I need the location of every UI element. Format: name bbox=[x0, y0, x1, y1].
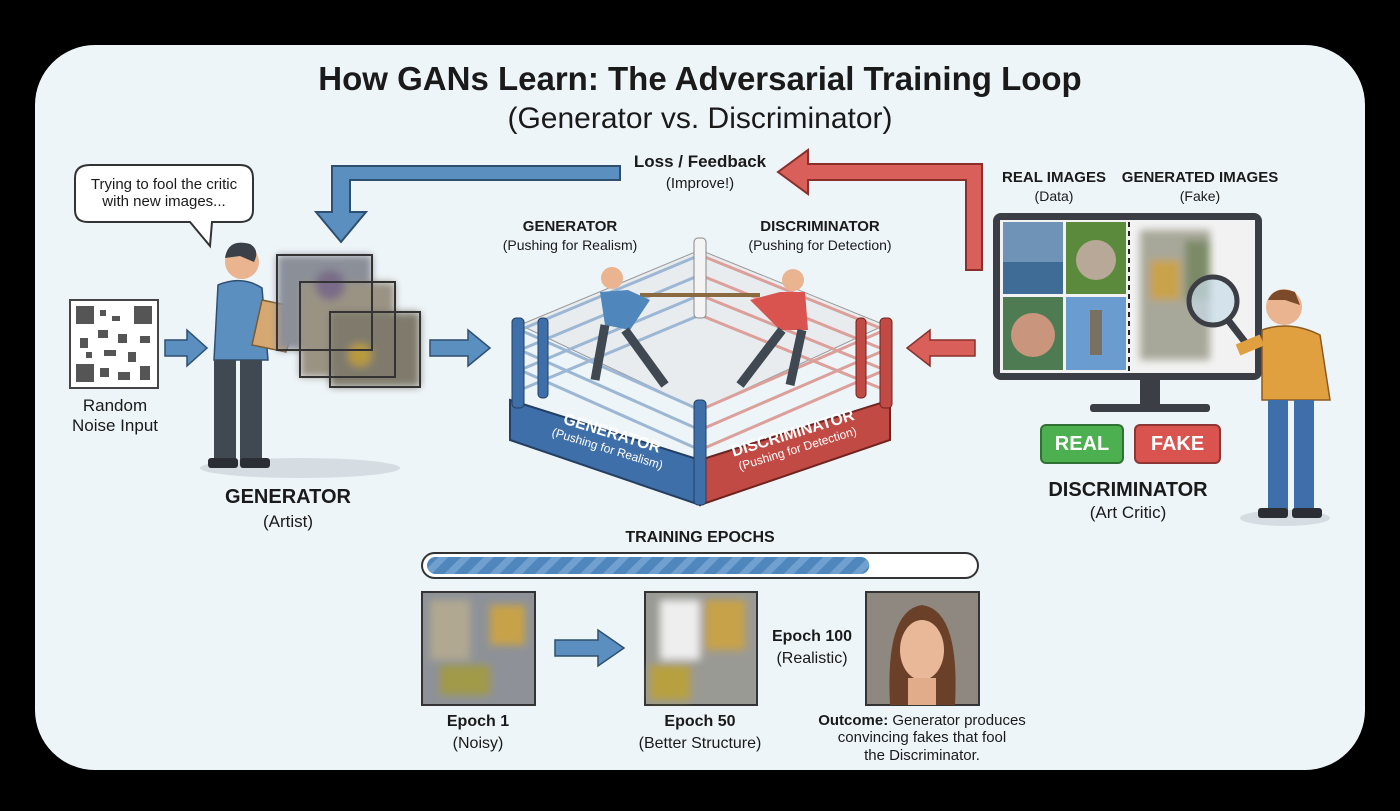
speech-bubble bbox=[74, 164, 254, 249]
ring-generator-label: GENERATOR bbox=[522, 218, 618, 235]
generated-images-sub: (Fake) bbox=[1179, 188, 1221, 204]
epoch-100-sub: (Realistic) bbox=[776, 650, 848, 667]
noise-qr-icon bbox=[69, 299, 159, 389]
epoch-1-sub: (Noisy) bbox=[452, 735, 504, 752]
ring-discriminator-sub: (Pushing for Detection) bbox=[748, 237, 892, 253]
generator-title: GENERATOR bbox=[225, 486, 351, 508]
real-images-sub: (Data) bbox=[1034, 188, 1074, 204]
real-images-label: REAL IMAGES bbox=[1002, 169, 1106, 186]
monitor bbox=[993, 213, 1262, 412]
epoch-1-image bbox=[421, 591, 536, 706]
arrow-generator-to-ring bbox=[429, 328, 492, 368]
real-image-thumbnails bbox=[1003, 222, 1126, 370]
outcome-line1: Generator produces bbox=[888, 712, 1026, 729]
ring-discriminator-label: DISCRIMINATOR bbox=[760, 218, 880, 235]
arrow-epoch-progress bbox=[554, 628, 626, 668]
training-progress-fill bbox=[427, 557, 870, 574]
generated-image-stack bbox=[277, 255, 420, 387]
feedback-label: Loss / Feedback bbox=[633, 152, 767, 171]
epoch-50-image bbox=[644, 591, 758, 706]
feedback-sub: (Improve!) bbox=[665, 175, 735, 192]
epoch-50-sub: (Better Structure) bbox=[638, 735, 762, 752]
epoch-1-title: Epoch 1 bbox=[446, 713, 510, 730]
generator-role: (Artist) bbox=[262, 512, 314, 531]
epoch-50-title: Epoch 50 bbox=[664, 713, 736, 730]
critic-person-icon bbox=[1235, 289, 1331, 518]
ring-generator-sub: (Pushing for Realism) bbox=[502, 237, 638, 253]
boxing-ring bbox=[509, 237, 893, 507]
training-epochs-title: TRAINING EPOCHS bbox=[625, 529, 775, 546]
page-title: How GANs Learn: The Adversarial Training… bbox=[318, 60, 1082, 97]
outcome-text: Outcome: Generator produces convincing f… bbox=[818, 712, 1026, 764]
outcome-label: Outcome: bbox=[818, 712, 889, 729]
noise-label-line1: Random bbox=[82, 396, 148, 415]
noise-label-line2: Noise Input bbox=[72, 416, 158, 435]
fake-button[interactable]: FAKE bbox=[1134, 424, 1221, 464]
real-button[interactable]: REAL bbox=[1040, 424, 1124, 464]
arrow-discriminator-to-ring bbox=[905, 328, 976, 368]
speech-bubble-text: Trying to fool the critic with new image… bbox=[90, 176, 238, 211]
feedback-arrow-red bbox=[776, 148, 983, 271]
discriminator-role: (Art Critic) bbox=[1089, 503, 1167, 522]
epoch-100-title: Epoch 100 bbox=[771, 628, 853, 645]
arrow-noise-to-generator bbox=[164, 328, 209, 368]
feedback-arrow-blue bbox=[313, 165, 621, 244]
discriminator-title: DISCRIMINATOR bbox=[1048, 479, 1208, 501]
epoch-100-face-image bbox=[865, 591, 980, 706]
page-subtitle: (Generator vs. Discriminator) bbox=[507, 102, 893, 135]
outcome-line3: the Discriminator. bbox=[864, 746, 980, 764]
generated-images-label: GENERATED IMAGES bbox=[1121, 169, 1279, 186]
magnifier-icon bbox=[1186, 274, 1240, 328]
outcome-line2: convincing fakes that fool bbox=[837, 729, 1007, 747]
training-progress-bar bbox=[421, 552, 979, 579]
